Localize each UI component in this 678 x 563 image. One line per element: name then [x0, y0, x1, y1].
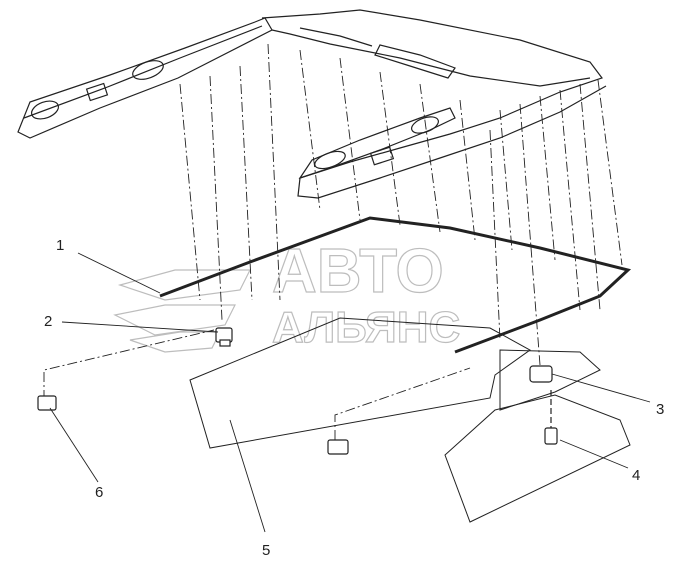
part-clip-6 [37, 395, 57, 411]
callout-4: 4 [632, 467, 640, 484]
part-bracket-3 [529, 365, 553, 383]
callout-5: 5 [262, 542, 270, 559]
leader-lines [49, 252, 651, 533]
callout-1: 1 [56, 237, 64, 254]
callouts: 1 2 3 4 5 6 [44, 237, 664, 559]
callout-6: 6 [95, 484, 103, 501]
part-clip-2 [215, 327, 233, 347]
watermark: АВТО АЛЬЯНС [113, 236, 461, 353]
watermark-line1: АВТО [272, 237, 444, 306]
part-fastener-4 [544, 390, 558, 445]
watermark-line2: АЛЬЯНС [272, 303, 460, 352]
callout-2: 2 [44, 313, 52, 330]
part-clip-center [327, 439, 349, 455]
roof-frame [17, 9, 607, 199]
seal-strip [159, 216, 632, 354]
callout-3: 3 [656, 401, 664, 418]
